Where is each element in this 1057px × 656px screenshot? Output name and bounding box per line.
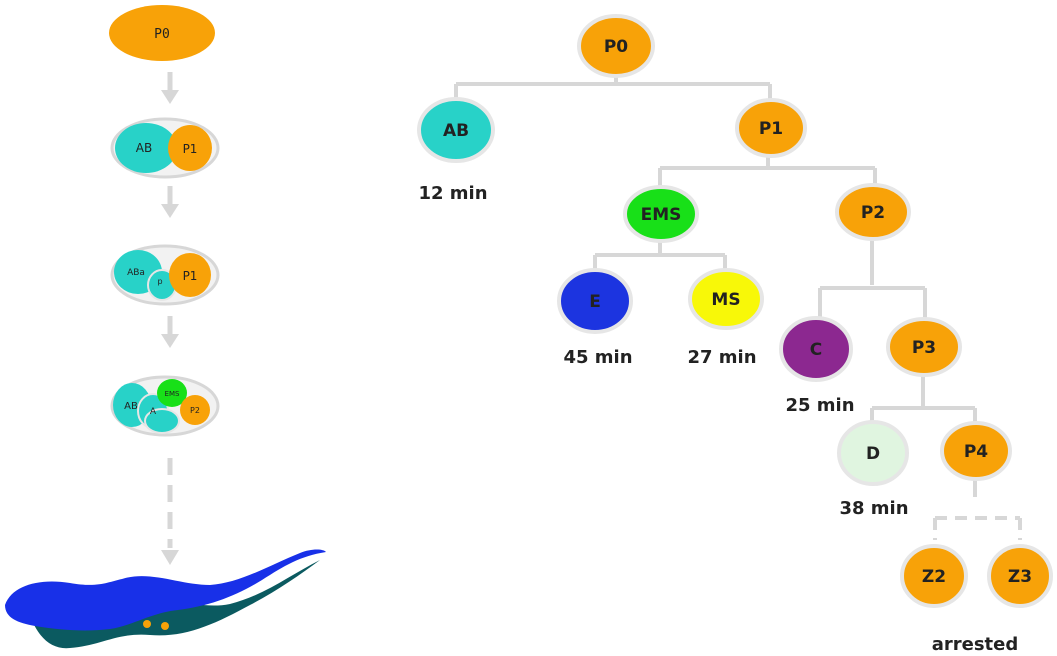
time-d: 38 min	[839, 498, 908, 519]
stage2-ab-cell	[115, 123, 177, 173]
stage3-abp-label: p	[157, 277, 162, 286]
worm-larva	[5, 549, 326, 649]
node-p4: P4	[940, 421, 1012, 481]
node-e-label: E	[589, 292, 601, 312]
node-z2: Z2	[900, 544, 968, 608]
node-d-label: D	[866, 444, 880, 464]
connector-p4-dashed	[933, 516, 1022, 540]
node-ms: MS	[688, 268, 764, 330]
embryo-stages: P0 AB P1 ABa p P1	[5, 5, 326, 649]
node-c-label: C	[810, 340, 822, 360]
connector-p3	[870, 373, 977, 425]
stage2-embryo: AB P1	[110, 117, 220, 179]
node-z2-label: Z2	[922, 567, 946, 587]
node-p2-label: P2	[861, 203, 885, 223]
node-ms-label: MS	[711, 290, 740, 310]
stage3-p1-cell	[169, 253, 211, 297]
stage4-p2-cell	[180, 395, 210, 425]
node-p1-label: P1	[759, 119, 783, 139]
node-ab: AB	[417, 97, 495, 163]
worm-germ-cell-z2	[143, 620, 151, 628]
stage-arrow-dashed	[161, 458, 179, 565]
node-p0: P0	[577, 14, 655, 78]
stage4-ab-label: AB	[124, 401, 138, 412]
worm-germ-cell-z3	[161, 622, 169, 630]
node-p0-label: P0	[604, 37, 628, 57]
stage2-ab-label: AB	[136, 141, 152, 155]
stage4-embryo: AB A EMS P2	[110, 375, 220, 437]
time-ms: 27 min	[687, 347, 756, 368]
time-c: 25 min	[785, 395, 854, 416]
node-c: C	[779, 316, 853, 382]
lineage-tree: P0 AB P1 EMS P2 E MS C	[417, 14, 1053, 655]
stage4-p2-label: P2	[190, 406, 200, 415]
node-d: D	[837, 420, 909, 486]
stage1-p0-label: P0	[154, 27, 170, 42]
stage4-ems-cell	[157, 379, 187, 407]
node-z3-label: Z3	[1008, 567, 1032, 587]
stage4-ab2-label: A	[150, 407, 157, 417]
node-z3: Z3	[987, 544, 1053, 608]
time-e: 45 min	[563, 347, 632, 368]
node-p1: P1	[735, 98, 807, 158]
node-e: E	[557, 268, 633, 334]
time-z-arrested: arrested	[932, 634, 1019, 655]
node-ems-label: EMS	[641, 205, 682, 225]
node-p4-label: P4	[964, 442, 988, 462]
stage3-aba-label: ABa	[127, 268, 145, 278]
stage2-p1-cell	[168, 125, 212, 171]
time-ab: 12 min	[418, 183, 487, 204]
stage2-p1-label: P1	[183, 142, 198, 156]
node-p3-label: P3	[912, 338, 936, 358]
stage3-embryo: ABa p P1	[110, 244, 220, 306]
stage3-p1-label: P1	[183, 269, 198, 283]
stage-arrow-3	[161, 316, 179, 348]
node-p2: P2	[835, 183, 911, 241]
connector-ems	[593, 238, 727, 270]
stage4-ems-label: EMS	[165, 390, 180, 398]
connector-p2	[818, 236, 927, 318]
stage-arrow-2	[161, 186, 179, 218]
node-p3: P3	[886, 317, 962, 377]
stage-arrow-1	[161, 72, 179, 104]
worm-body	[5, 549, 326, 631]
stage1-zygote	[109, 5, 215, 61]
stage4-ab-bottom-cell	[144, 408, 180, 434]
node-ab-label: AB	[443, 121, 469, 141]
node-ems: EMS	[623, 185, 699, 243]
connector-p1	[658, 150, 877, 190]
